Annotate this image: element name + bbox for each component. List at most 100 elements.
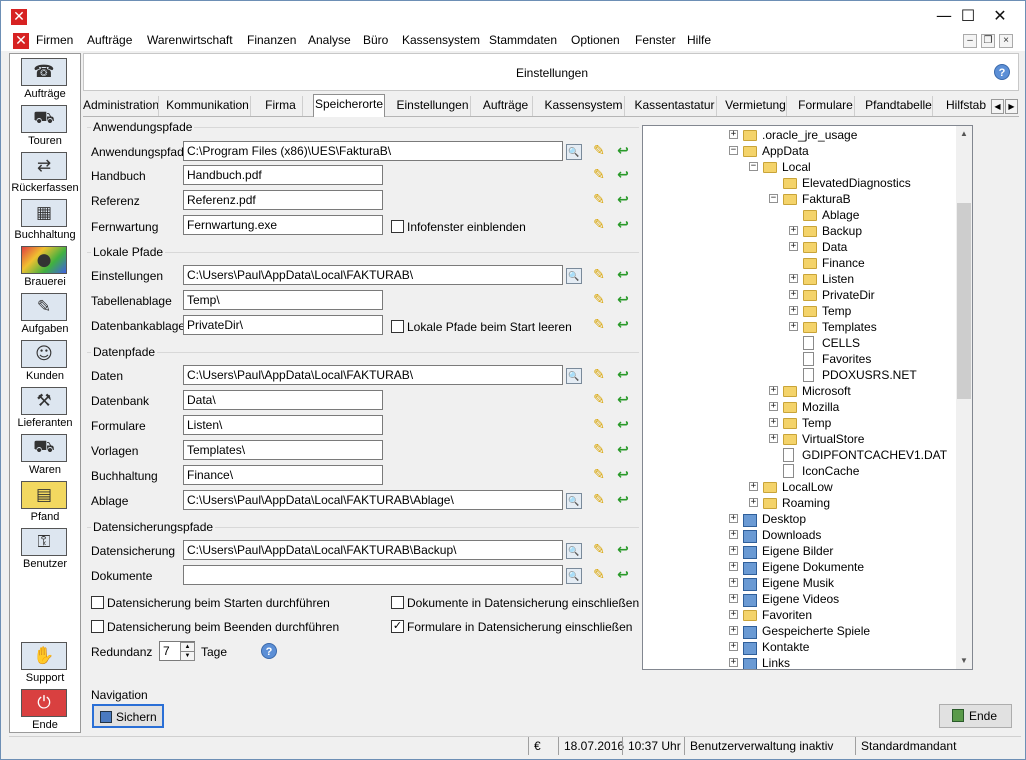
reset-arrow-icon[interactable]: ↩ bbox=[617, 143, 629, 159]
tree-node[interactable]: +Links bbox=[643, 655, 955, 669]
tree-node[interactable]: Favorites bbox=[643, 351, 955, 367]
scroll-thumb[interactable] bbox=[957, 203, 971, 399]
scroll-down-icon[interactable]: ▼ bbox=[960, 656, 968, 665]
menu-auftraege[interactable]: Aufträge bbox=[87, 33, 133, 47]
include-documents-checkbox[interactable] bbox=[391, 596, 404, 609]
tab-einstellungen[interactable]: Einstellungen bbox=[395, 96, 471, 116]
tree-node[interactable]: +Eigene Videos bbox=[643, 591, 955, 607]
pencil-icon[interactable]: ✎ bbox=[593, 542, 605, 558]
datensicherung-input[interactable]: C:\Users\Paul\AppData\Local\FAKTURAB\Bac… bbox=[183, 540, 563, 560]
menu-stammdaten[interactable]: Stammdaten bbox=[489, 33, 558, 47]
reset-arrow-icon[interactable]: ↩ bbox=[617, 317, 629, 333]
help-icon[interactable]: ? bbox=[261, 643, 277, 659]
sidebar-item-pfand[interactable]: ▤ Pfand bbox=[10, 479, 80, 525]
reset-arrow-icon[interactable]: ↩ bbox=[617, 392, 629, 408]
app-close-x-icon[interactable]: ✕ bbox=[11, 9, 27, 25]
tree-node[interactable]: +Gespeicherte Spiele bbox=[643, 623, 955, 639]
reset-arrow-icon[interactable]: ↩ bbox=[617, 417, 629, 433]
menu-hilfe[interactable]: Hilfe bbox=[687, 33, 712, 47]
tree-node[interactable]: +Eigene Dokumente bbox=[643, 559, 955, 575]
pencil-icon[interactable]: ✎ bbox=[593, 143, 605, 159]
datenbankablage-input[interactable]: PrivateDir\ bbox=[183, 315, 383, 335]
mdi-app-icon[interactable]: ✕ bbox=[13, 33, 29, 49]
reset-arrow-icon[interactable]: ↩ bbox=[617, 442, 629, 458]
end-button[interactable]: Ende bbox=[939, 704, 1012, 728]
tab-formulare[interactable]: Formulare bbox=[797, 96, 855, 116]
sidebar-item-rueckerfassen[interactable]: ⇄ Rückerfassen bbox=[10, 150, 80, 196]
tree-node[interactable]: +Roaming bbox=[643, 495, 955, 511]
reset-arrow-icon[interactable]: ↩ bbox=[617, 542, 629, 558]
tree-node[interactable]: +Mozilla bbox=[643, 399, 955, 415]
expand-icon[interactable]: + bbox=[749, 481, 758, 491]
reset-arrow-icon[interactable]: ↩ bbox=[617, 267, 629, 283]
pencil-icon[interactable]: ✎ bbox=[593, 492, 605, 508]
tab-vermietung[interactable]: Vermietung bbox=[725, 96, 787, 116]
tab-firma[interactable]: Firma bbox=[259, 96, 303, 116]
expand-icon[interactable]: + bbox=[769, 417, 778, 427]
collapse-icon[interactable]: − bbox=[769, 193, 778, 203]
tab-scroll-left-icon[interactable]: ◀ bbox=[991, 99, 1004, 114]
browse-folder-icon[interactable]: 🔍 bbox=[566, 493, 582, 509]
pencil-icon[interactable]: ✎ bbox=[593, 267, 605, 283]
pencil-icon[interactable]: ✎ bbox=[593, 467, 605, 483]
sidebar-item-auftraege[interactable]: ☎ Aufträge bbox=[10, 56, 80, 102]
pencil-icon[interactable]: ✎ bbox=[593, 417, 605, 433]
tree-node[interactable]: +Temp bbox=[643, 415, 955, 431]
menu-fenster[interactable]: Fenster bbox=[635, 33, 676, 47]
expand-icon[interactable]: + bbox=[769, 433, 778, 443]
close-button[interactable]: ✕ bbox=[993, 6, 1007, 25]
tree-node[interactable]: +LocalLow bbox=[643, 479, 955, 495]
tree-node[interactable]: CELLS bbox=[643, 335, 955, 351]
browse-folder-icon[interactable]: 🔍 bbox=[566, 144, 582, 160]
tree-node[interactable]: +Eigene Bilder bbox=[643, 543, 955, 559]
sidebar-item-support[interactable]: ✋ Support bbox=[10, 640, 80, 686]
collapse-icon[interactable]: − bbox=[729, 145, 738, 155]
browse-folder-icon[interactable]: 🔍 bbox=[566, 543, 582, 559]
expand-icon[interactable]: + bbox=[789, 241, 798, 251]
reset-arrow-icon[interactable]: ↩ bbox=[617, 192, 629, 208]
menu-buero[interactable]: Büro bbox=[363, 33, 389, 47]
tree-node[interactable]: −AppData bbox=[643, 143, 955, 159]
browse-folder-icon[interactable]: 🔍 bbox=[566, 568, 582, 584]
pencil-icon[interactable]: ✎ bbox=[593, 567, 605, 583]
collapse-icon[interactable]: − bbox=[749, 161, 758, 171]
reset-arrow-icon[interactable]: ↩ bbox=[617, 217, 629, 233]
expand-icon[interactable]: + bbox=[729, 513, 738, 523]
tab-kassensystem[interactable]: Kassensystem bbox=[543, 96, 625, 116]
tab-speicherorte[interactable]: Speicherorte bbox=[313, 94, 385, 117]
pencil-icon[interactable]: ✎ bbox=[593, 192, 605, 208]
sidebar-item-brauerei[interactable]: ● Brauerei bbox=[10, 244, 80, 290]
pencil-icon[interactable]: ✎ bbox=[593, 367, 605, 383]
expand-icon[interactable]: + bbox=[789, 305, 798, 315]
buchhaltung-input[interactable]: Finance\ bbox=[183, 465, 383, 485]
tree-node[interactable]: +Backup bbox=[643, 223, 955, 239]
tree-node[interactable]: −Local bbox=[643, 159, 955, 175]
datenbank-input[interactable]: Data\ bbox=[183, 390, 383, 410]
formulare-input[interactable]: Listen\ bbox=[183, 415, 383, 435]
sidebar-item-kunden[interactable]: ☺ Kunden bbox=[10, 338, 80, 384]
tree-node[interactable]: ElevatedDiagnostics bbox=[643, 175, 955, 191]
tabellenablage-input[interactable]: Temp\ bbox=[183, 290, 383, 310]
sidebar-item-lieferanten[interactable]: ⚒ Lieferanten bbox=[10, 385, 80, 431]
reset-arrow-icon[interactable]: ↩ bbox=[617, 492, 629, 508]
pencil-icon[interactable]: ✎ bbox=[593, 317, 605, 333]
maximize-button[interactable]: ☐ bbox=[960, 6, 976, 25]
expand-icon[interactable]: + bbox=[749, 497, 758, 507]
expand-icon[interactable]: + bbox=[729, 657, 738, 667]
tree-node[interactable]: +Favoriten bbox=[643, 607, 955, 623]
tab-administration[interactable]: Administration bbox=[83, 96, 159, 116]
expand-icon[interactable]: + bbox=[789, 321, 798, 331]
mdi-close-button[interactable]: × bbox=[999, 34, 1013, 48]
tree-node[interactable]: +Downloads bbox=[643, 527, 955, 543]
expand-icon[interactable]: + bbox=[729, 129, 738, 139]
dokumente-input[interactable] bbox=[183, 565, 563, 585]
browse-folder-icon[interactable]: 🔍 bbox=[566, 368, 582, 384]
referenz-input[interactable]: Referenz.pdf bbox=[183, 190, 383, 210]
tree-node[interactable]: +Temp bbox=[643, 303, 955, 319]
tree-node[interactable]: +PrivateDir bbox=[643, 287, 955, 303]
menu-warenwirtschaft[interactable]: Warenwirtschaft bbox=[147, 33, 233, 47]
handbuch-input[interactable]: Handbuch.pdf bbox=[183, 165, 383, 185]
sidebar-item-benutzer[interactable]: ⚿ Benutzer bbox=[10, 526, 80, 572]
tree-node[interactable]: +Data bbox=[643, 239, 955, 255]
